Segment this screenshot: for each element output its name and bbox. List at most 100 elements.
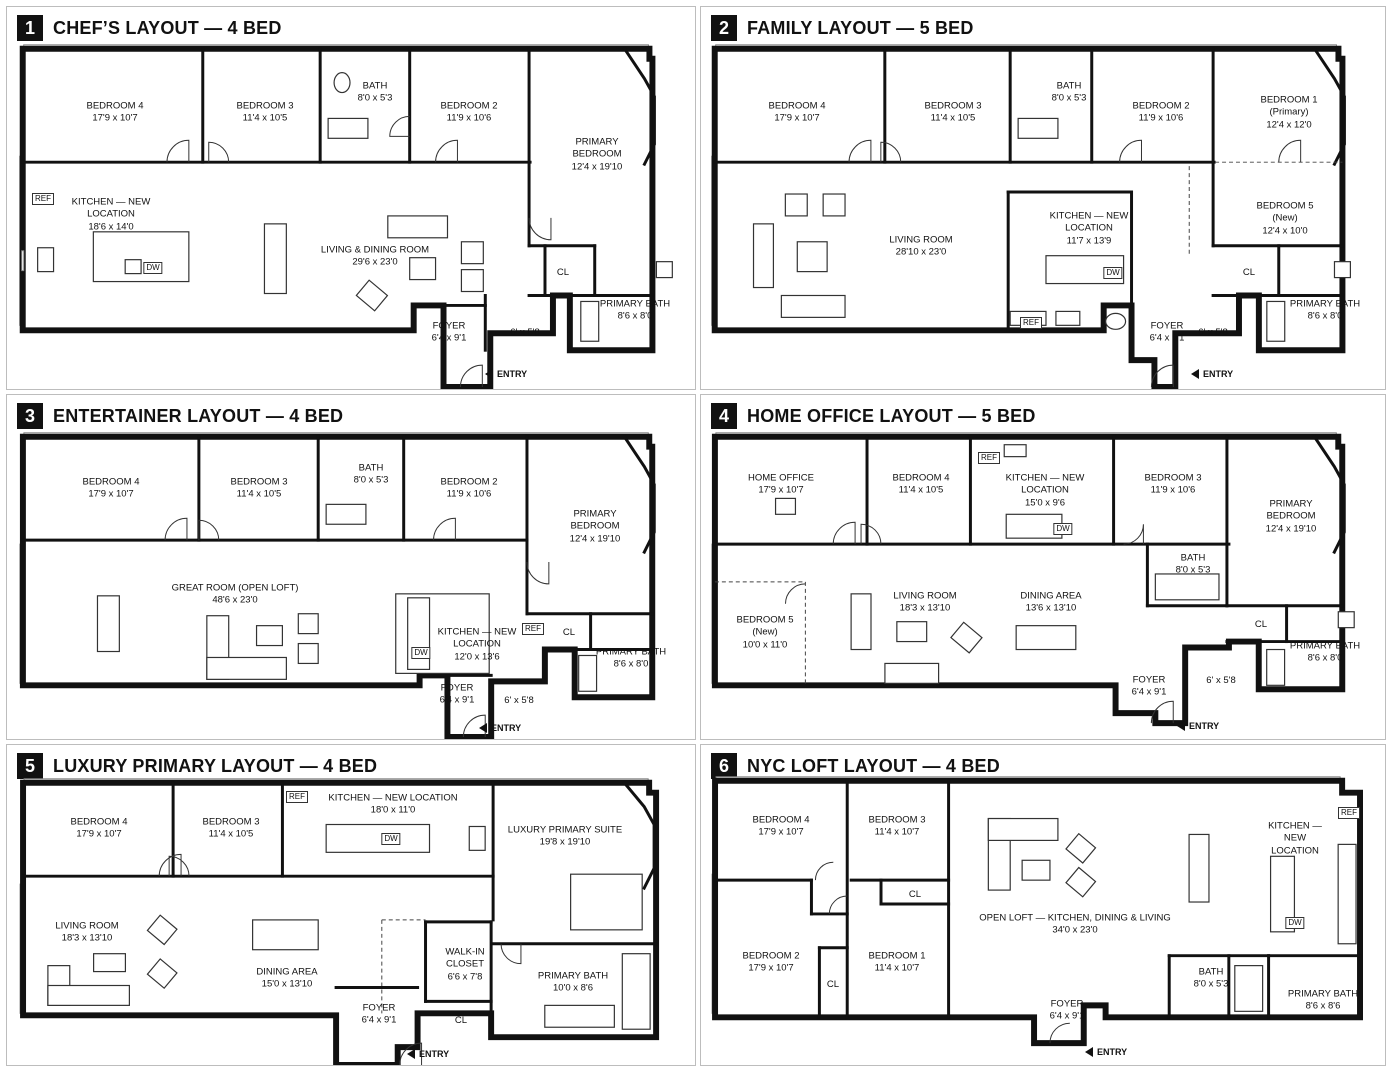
- dw-tag: DW: [1103, 267, 1123, 279]
- plan-panel-1: 1 CHEF’S LAYOUT — 4 BED: [6, 6, 696, 390]
- room-closet: CL: [1242, 266, 1256, 278]
- ref-tag: REF: [1020, 317, 1042, 329]
- floor-plan-drawing: [711, 776, 1363, 1047]
- ref-tag: REF: [32, 193, 54, 205]
- panel-number: 5: [17, 753, 43, 779]
- ref-tag: REF: [1338, 807, 1360, 819]
- panel-number: 6: [711, 753, 737, 779]
- panel-title-text: ENTERTAINER LAYOUT — 4 BED: [53, 405, 344, 426]
- entry-arrow-icon: [1085, 1047, 1093, 1057]
- room-closet-small: 6' x 5'8: [1198, 326, 1228, 338]
- room-closet: CL: [556, 266, 570, 278]
- room-bedroom-5: BEDROOM 5(New)12'4 x 10'0: [1256, 200, 1314, 237]
- panel-number: 2: [711, 15, 737, 41]
- panel-number: 4: [711, 403, 737, 429]
- panel-title-text: CHEF’S LAYOUT — 4 BED: [53, 17, 282, 38]
- dw-tag: DW: [381, 833, 401, 845]
- floor-plan-drawing: [19, 778, 660, 1065]
- panel-title: 5 LUXURY PRIMARY LAYOUT — 4 BED: [17, 753, 377, 779]
- plan-panel-4: 4 HOME OFFICE LAYOUT — 5 BED: [700, 394, 1386, 740]
- entry-arrow-icon: [407, 1049, 415, 1059]
- floor-plan-drawing: [19, 44, 673, 389]
- plan-panel-5: 5 LUXURY PRIMARY LAYOUT — 4 BED: [6, 744, 696, 1066]
- entry-marker: ENTRY: [1085, 1047, 1127, 1057]
- panel-number: 1: [17, 15, 43, 41]
- entry-marker: ENTRY: [485, 369, 527, 379]
- entry-arrow-icon: [485, 369, 493, 379]
- dw-tag: DW: [1285, 917, 1305, 929]
- panel-title-text: LUXURY PRIMARY LAYOUT — 4 BED: [53, 755, 378, 776]
- dw-tag: DW: [143, 262, 163, 274]
- ref-tag: REF: [522, 623, 544, 635]
- panel-title-text: NYC LOFT LAYOUT — 4 BED: [747, 755, 1000, 776]
- panel-number: 3: [17, 403, 43, 429]
- room-great-room: GREAT ROOM (OPEN LOFT)48'6 x 23'0: [171, 582, 299, 606]
- plan-panel-2: 2 FAMILY LAYOUT — 5 BED: [700, 6, 1386, 390]
- entry-arrow-icon: [1191, 369, 1199, 379]
- panel-title-text: FAMILY LAYOUT — 5 BED: [747, 17, 974, 38]
- ref-tag: REF: [286, 791, 308, 803]
- entry-marker: ENTRY: [407, 1049, 449, 1059]
- room-bedroom-1: BEDROOM 1(Primary)12'4 x 12'0: [1260, 94, 1318, 131]
- panel-title: 1 CHEF’S LAYOUT — 4 BED: [17, 15, 282, 41]
- ref-tag: REF: [978, 452, 1000, 464]
- floor-plan-drawing: [711, 44, 1351, 389]
- room-closet: CL: [454, 1014, 468, 1026]
- floor-plan-drawing: [711, 432, 1355, 727]
- entry-arrow-icon: [1177, 721, 1185, 731]
- floor-plan-drawing: [19, 432, 656, 739]
- room-closet: CL: [562, 626, 576, 638]
- room-closet-small: 6' x 5'8: [1206, 674, 1236, 686]
- panel-title-text: HOME OFFICE LAYOUT — 5 BED: [747, 405, 1036, 426]
- room-closet-1: CL: [908, 888, 922, 900]
- room-closet-2: CL: [826, 978, 840, 990]
- panel-title: 2 FAMILY LAYOUT — 5 BED: [711, 15, 974, 41]
- dw-tag: DW: [411, 647, 431, 659]
